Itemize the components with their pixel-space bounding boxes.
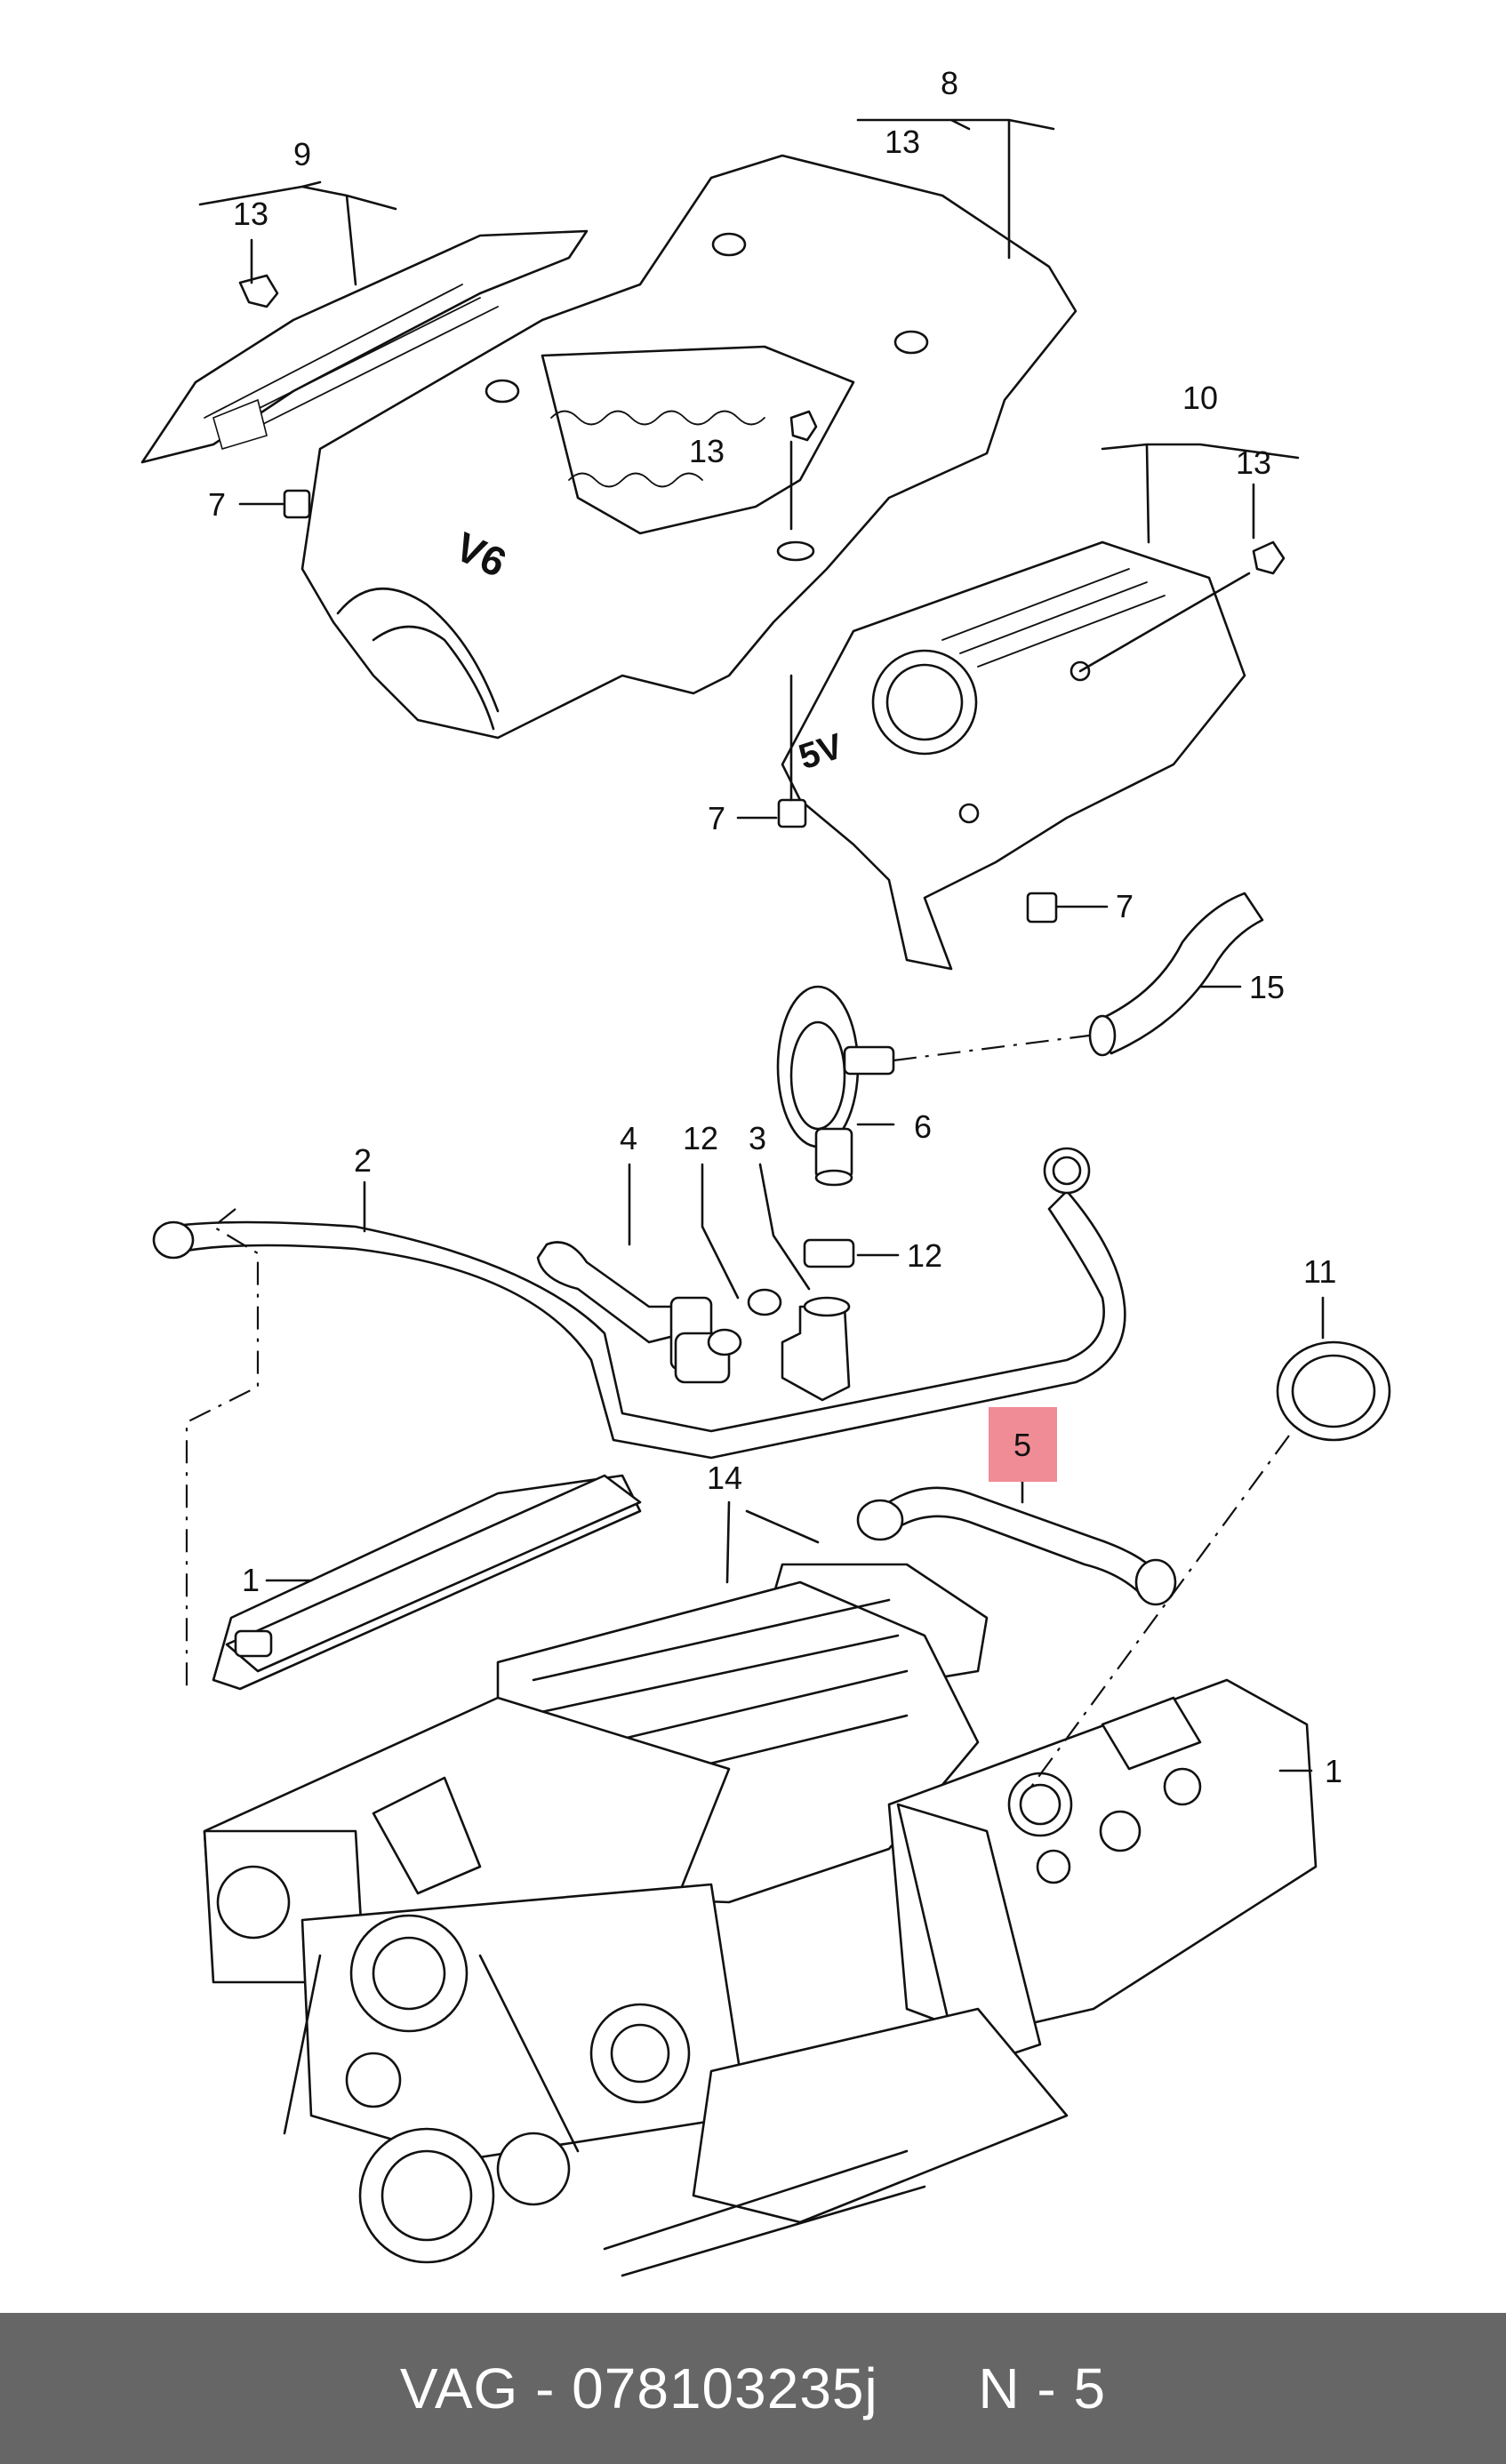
label-13-top: 13 [885, 124, 920, 160]
label-10: 10 [1182, 380, 1218, 416]
footer-bar: VAG - 078103235j N - 5 [0, 2313, 1506, 2464]
side-trim-part [140, 229, 589, 464]
highlight-box [989, 1407, 1057, 1482]
seal-part-11 [1276, 1340, 1391, 1442]
label-7-right: 7 [1116, 888, 1134, 924]
footer-position: N - 5 [978, 2356, 1107, 2420]
label-12-left: 12 [683, 1120, 718, 1156]
label-1-right: 1 [1325, 1753, 1342, 1789]
engine-block [203, 1474, 1318, 2277]
breather-hose-part-2 [152, 1147, 1126, 1460]
parts-diagram: V6 5V [140, 65, 1391, 2277]
label-7-mid: 7 [708, 800, 725, 836]
footer-separator: - [518, 2356, 573, 2420]
vent-hose-part-5 [856, 1486, 1177, 1606]
label-5: 5 [1013, 1427, 1031, 1463]
label-8: 8 [941, 65, 958, 101]
footer-part-number: 078103235j [572, 2356, 878, 2420]
fasteners [238, 274, 1286, 924]
label-2: 2 [354, 1142, 372, 1179]
footer-caption: VAG - 078103235j N - 5 [400, 2356, 1106, 2421]
label-4: 4 [620, 1120, 637, 1156]
label-1-left: 1 [242, 1562, 260, 1598]
label-11: 11 [1303, 1253, 1336, 1290]
footer-gap [878, 2356, 979, 2420]
label-13-left: 13 [233, 196, 268, 232]
label-15: 15 [1249, 969, 1285, 1005]
hose-part-15 [1088, 892, 1264, 1057]
label-3: 3 [749, 1120, 766, 1156]
label-12-right: 12 [907, 1237, 942, 1274]
connector-hoses [536, 1238, 855, 1402]
right-cover-part: 5V [781, 540, 1246, 971]
callout-labels: 8 13 9 13 13 7 10 13 7 7 15 6 2 4 12 3 1… [208, 65, 1342, 1789]
footer-brand: VAG [399, 2356, 519, 2420]
label-13-right: 13 [1236, 444, 1271, 481]
label-6: 6 [914, 1108, 932, 1145]
pcv-valve-part-6 [776, 985, 895, 1187]
engine-cover-part: V6 [300, 154, 1077, 740]
label-14: 14 [707, 1460, 742, 1496]
label-9: 9 [293, 136, 311, 172]
label-7-left: 7 [208, 486, 226, 523]
label-13-cover: 13 [689, 433, 725, 469]
